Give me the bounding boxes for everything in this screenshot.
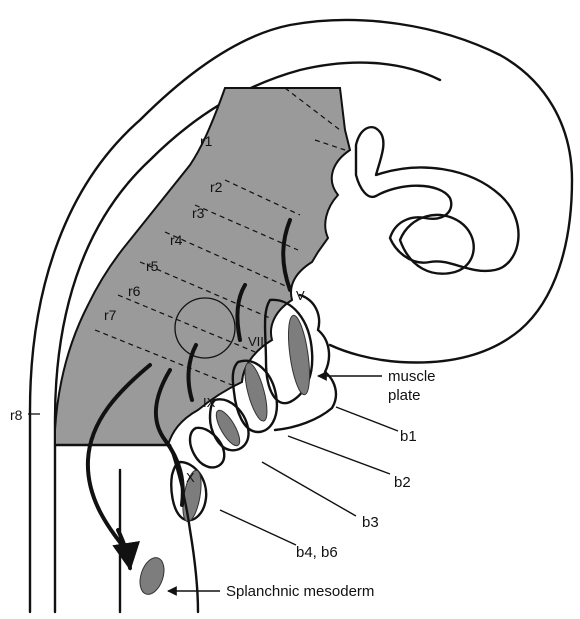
optic-cup: [400, 215, 474, 274]
label-nerve-x: X: [186, 470, 195, 485]
label-muscle: muscle: [388, 368, 436, 385]
label-b2: b2: [394, 474, 411, 491]
label-r7: r7: [104, 307, 117, 323]
label-r1: r1: [200, 133, 213, 149]
label-plate: plate: [388, 387, 421, 404]
label-r8: r8: [10, 407, 23, 423]
label-b4-b6: b4, b6: [296, 544, 338, 561]
lower-body-outline: [55, 445, 198, 612]
label-nerve-v: V: [296, 288, 305, 303]
label-b3: b3: [362, 514, 379, 531]
label-nerve-vii: VII: [248, 334, 264, 349]
label-r5: r5: [146, 258, 159, 274]
label-r4: r4: [170, 232, 183, 248]
label-b1: b1: [400, 428, 417, 445]
label-r3: r3: [192, 205, 205, 221]
label-splanchnic-mesoderm: Splanchnic mesoderm: [226, 583, 374, 600]
forebrain-lobe: [356, 127, 519, 271]
label-r6: r6: [128, 283, 141, 299]
label-nerve-ix: IX: [203, 395, 216, 410]
label-r2: r2: [210, 179, 223, 195]
